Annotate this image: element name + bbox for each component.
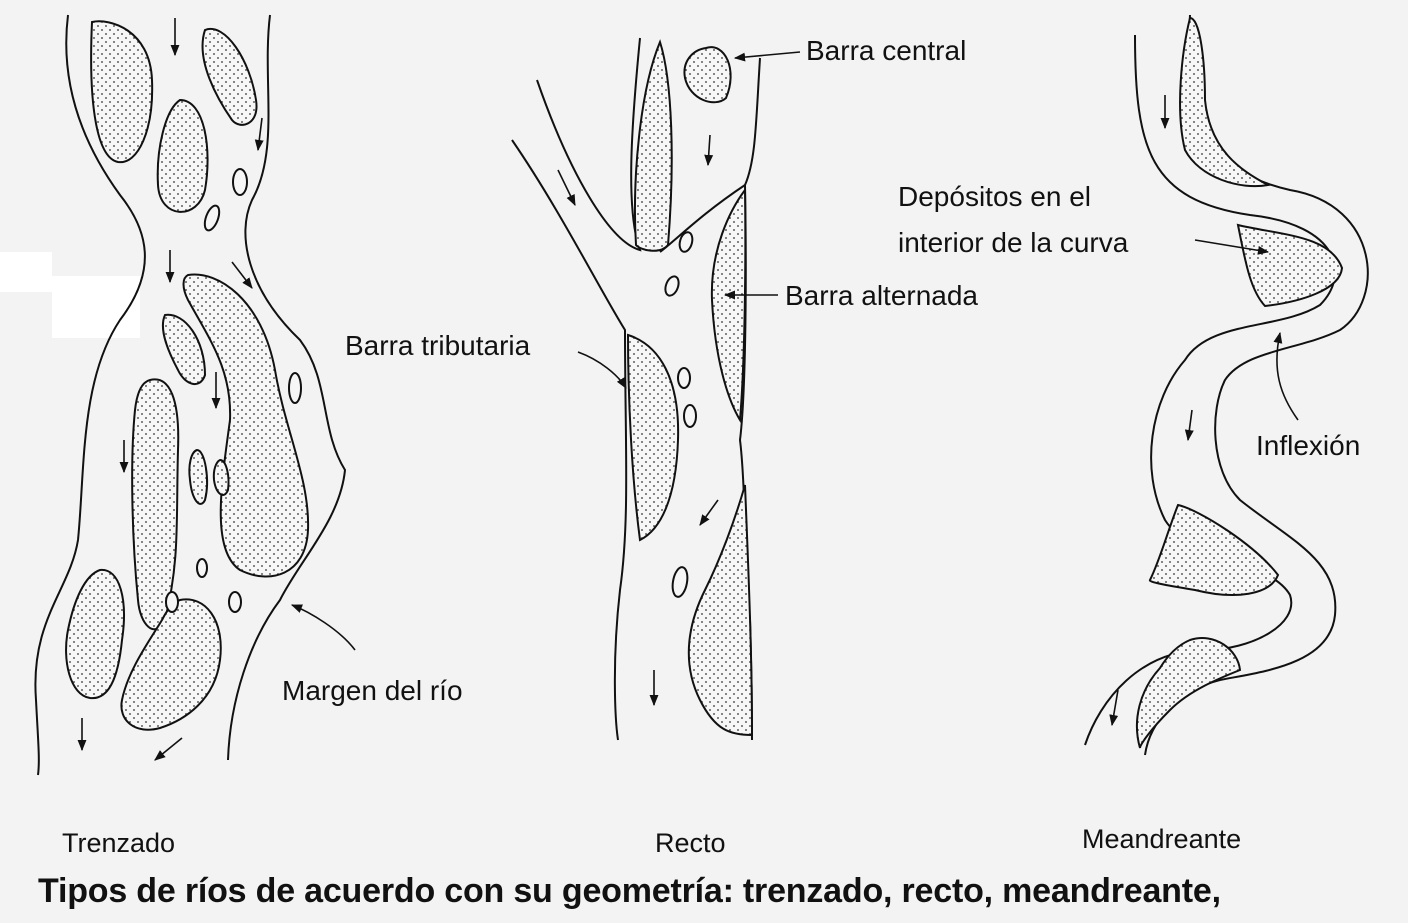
- inflexion-pointer: [1273, 331, 1299, 421]
- bar: [1236, 223, 1344, 308]
- blank-patch: [52, 276, 140, 338]
- bar: [687, 484, 754, 737]
- bar: [201, 27, 258, 126]
- bar: [120, 598, 222, 731]
- bar: [1136, 637, 1242, 749]
- meandreante-label: Meandreante: [1082, 824, 1241, 854]
- inflexion-label: Inflexión: [1256, 430, 1360, 461]
- meandering-flow-arrows: [1109, 95, 1194, 727]
- bar: [161, 313, 207, 385]
- figure-caption: Tipos de ríos de acuerdo con su geometrí…: [38, 872, 1221, 910]
- trenzado-label: Trenzado: [62, 828, 175, 858]
- bar: [131, 378, 180, 631]
- straight-small-islands: [664, 231, 697, 598]
- barra-alternada-label: Barra alternada: [785, 280, 978, 311]
- bar: [683, 46, 732, 104]
- bar: [212, 458, 230, 496]
- flow-arrow: [1109, 689, 1119, 727]
- flow-arrow: [557, 169, 576, 207]
- depositos-pointer: [1194, 239, 1270, 255]
- bar: [626, 333, 680, 542]
- meandering-pointers: [1194, 239, 1299, 421]
- blank-patch: [0, 252, 52, 292]
- flow-arrow: [699, 499, 719, 526]
- flow-arrow: [254, 117, 264, 152]
- bar: [1148, 503, 1280, 596]
- margen-pointer: [290, 604, 356, 651]
- margen-label: Margen del río: [282, 675, 463, 706]
- flow-arrow: [1184, 409, 1194, 442]
- straight-lower-left-bank: [511, 139, 628, 741]
- bar: [182, 273, 310, 578]
- braided-small-islands: [165, 168, 302, 613]
- barra-tributaria-pointer: [577, 351, 627, 389]
- flow-arrow: [231, 261, 253, 289]
- bar: [188, 448, 208, 505]
- meandering-bars: [1136, 16, 1344, 749]
- bar: [1179, 16, 1272, 188]
- recto-label: Recto: [655, 828, 726, 858]
- meander-right-bank: [1144, 14, 1369, 756]
- braided-flow-arrows: [77, 18, 264, 761]
- braided-bars: [65, 20, 310, 731]
- depositos-label-line2: interior de la curva: [898, 227, 1129, 258]
- bar: [90, 20, 154, 164]
- barra-central-label: Barra central: [806, 35, 966, 66]
- meandering-river: [1084, 14, 1369, 756]
- braided-right-bank: [227, 14, 347, 761]
- bar: [710, 187, 747, 424]
- braided-left-bank: [34, 14, 146, 776]
- flow-arrow: [704, 134, 714, 167]
- barra-central-pointer: [733, 51, 801, 62]
- straight-bars: [626, 39, 754, 737]
- braided-river: [34, 14, 347, 776]
- straight-left-bank: [536, 37, 642, 252]
- bar: [156, 98, 209, 213]
- bar: [65, 568, 125, 700]
- bar: [634, 39, 673, 252]
- straight-flow-arrows: [557, 134, 719, 707]
- flow-arrow: [154, 737, 183, 761]
- straight-pointers: [577, 51, 801, 389]
- barra-tributaria-label: Barra tributaria: [345, 330, 531, 361]
- depositos-label-line1: Depósitos en el: [898, 181, 1091, 212]
